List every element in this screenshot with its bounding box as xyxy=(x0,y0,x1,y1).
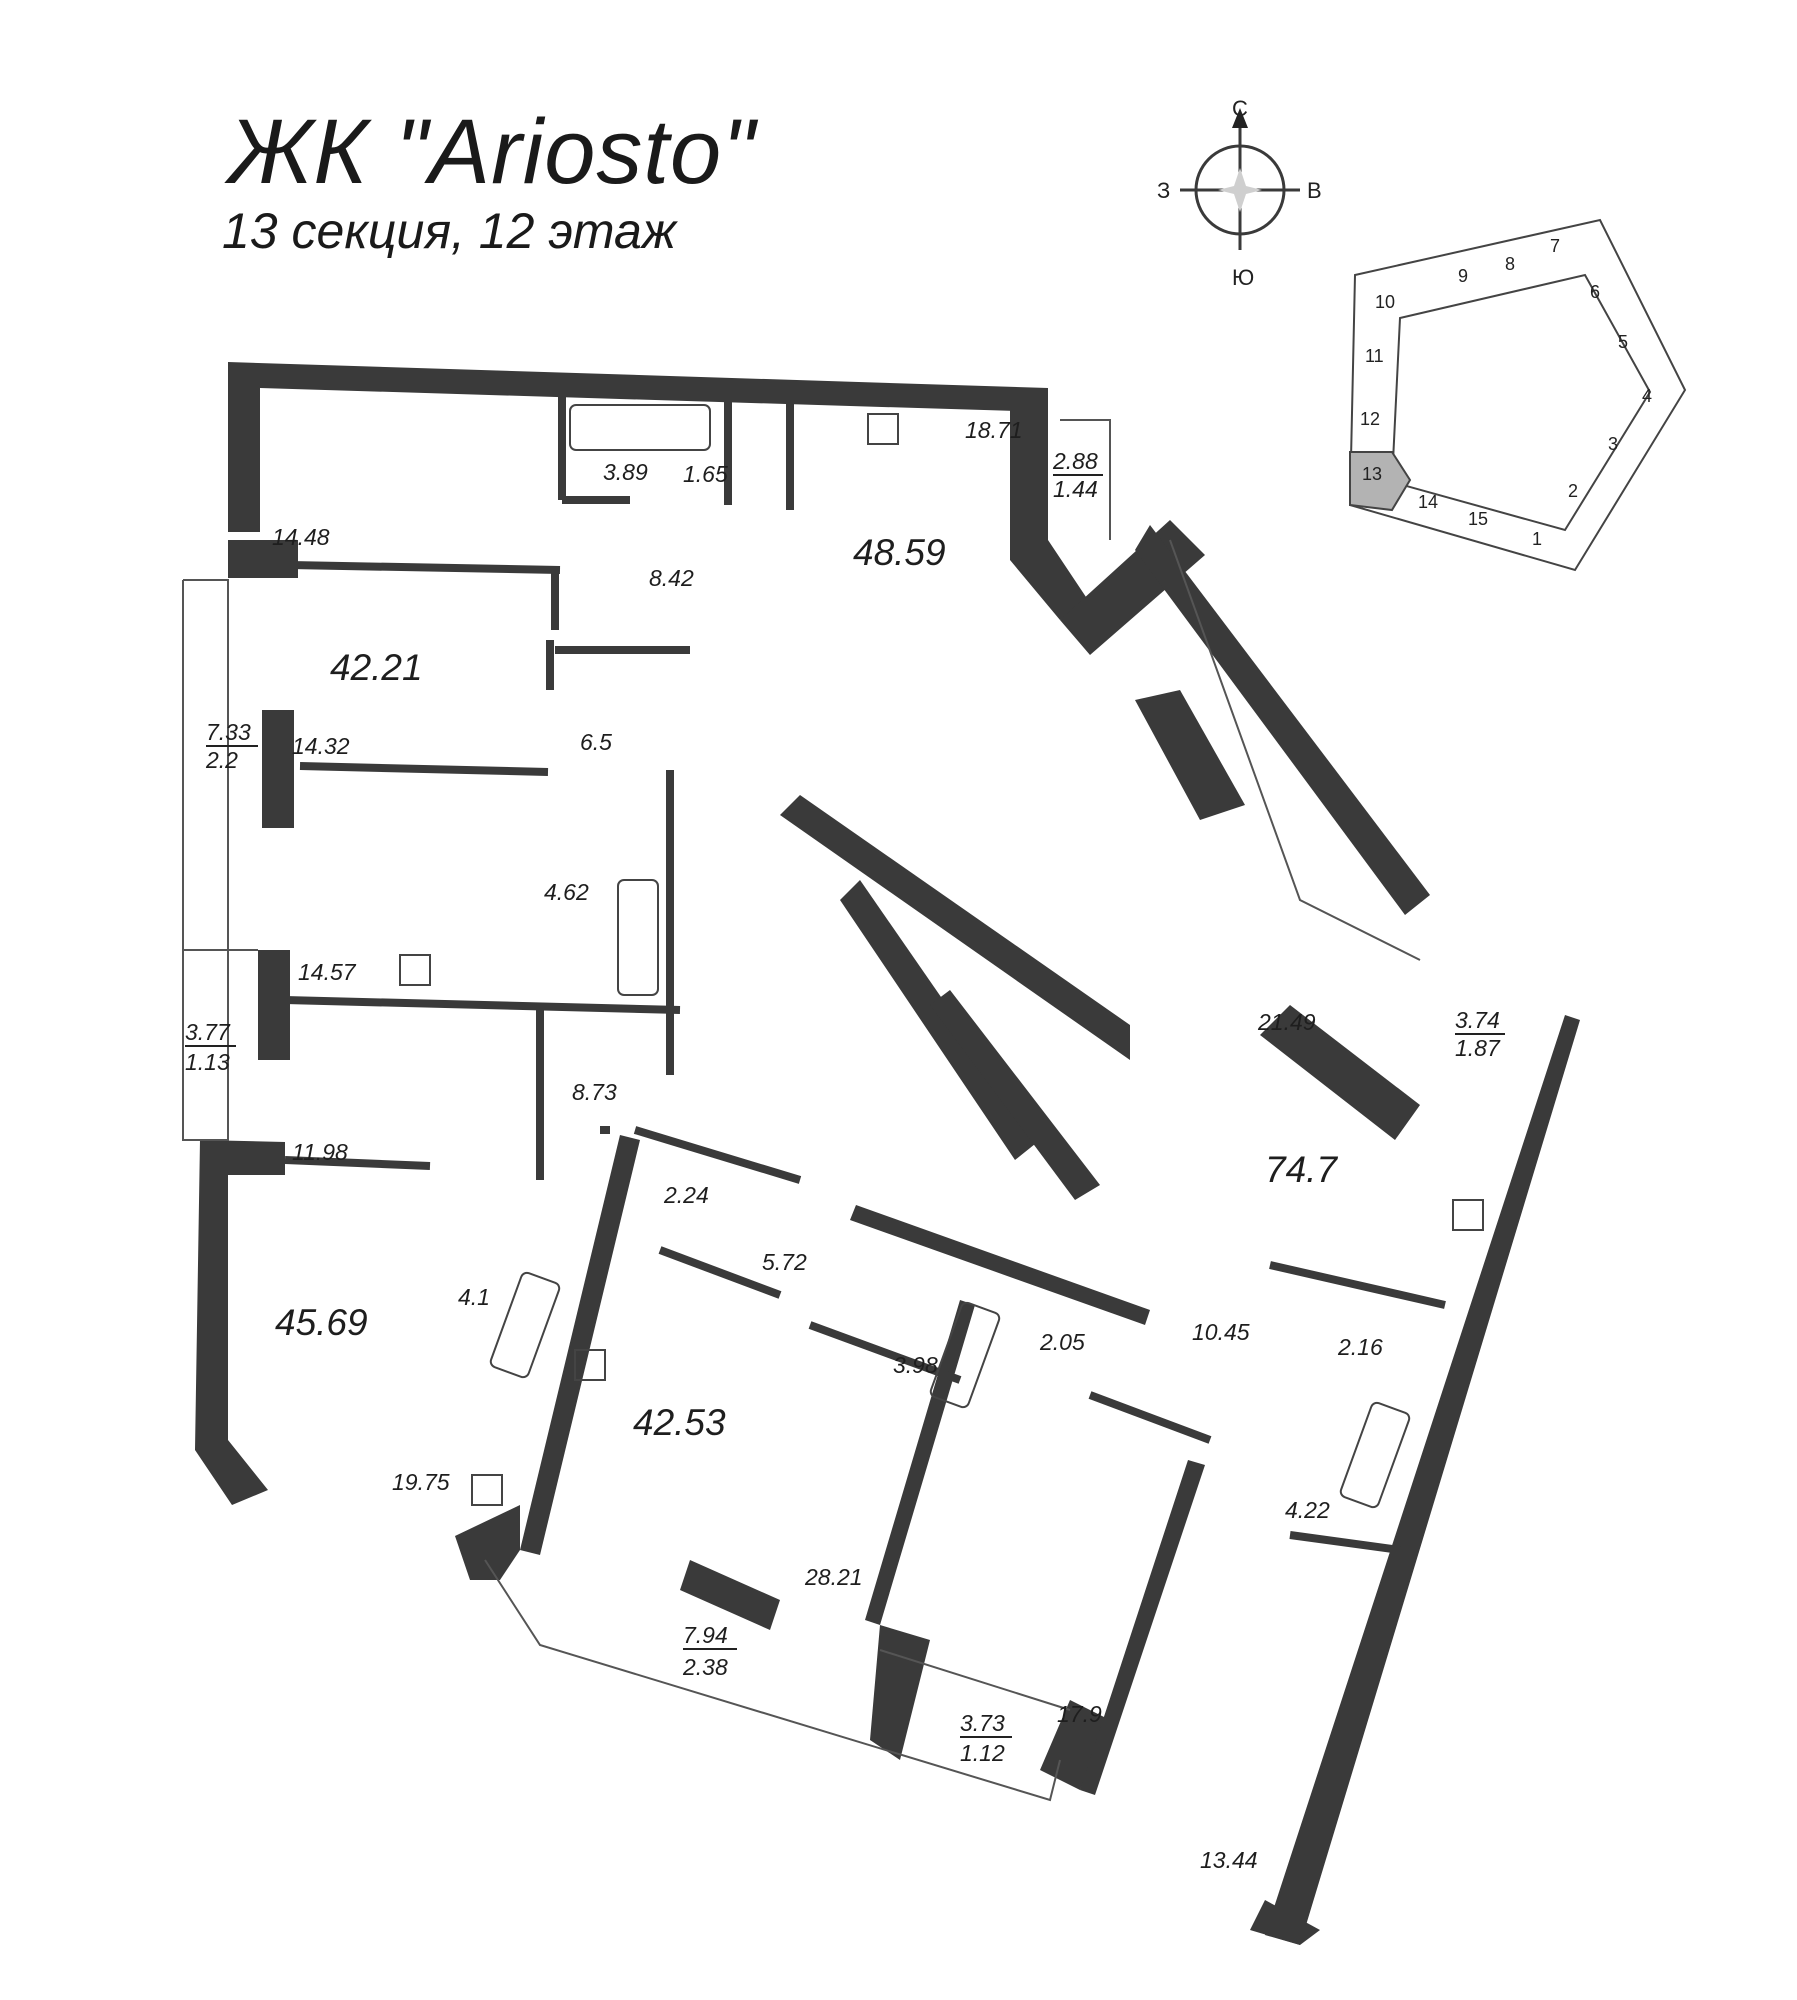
stove-icon xyxy=(574,1349,606,1381)
room-area: 19.75 xyxy=(392,1469,450,1495)
room-area: 28.21 xyxy=(804,1564,863,1590)
balcony-area: 7.94 xyxy=(683,1622,728,1648)
bathtub-icon xyxy=(569,404,711,451)
apartment-total-area: 48.59 xyxy=(853,532,946,573)
room-area: 6.5 xyxy=(580,729,612,755)
balcony-area-reduced: 1.12 xyxy=(960,1740,1005,1766)
room-area: 14.48 xyxy=(272,524,330,550)
balcony-area: 3.74 xyxy=(1455,1007,1500,1033)
room-area: 4.1 xyxy=(458,1284,490,1310)
apartment-a1: 48.59 18.71 14.48 8.42 3.89 1.65 2.88 1.… xyxy=(272,417,1103,591)
stove-icon xyxy=(867,413,899,445)
section-label: 10 xyxy=(1375,292,1395,312)
apartment-total-area: 42.21 xyxy=(330,647,423,688)
room-area: 18.71 xyxy=(965,417,1023,443)
balcony-area: 3.77 xyxy=(185,1019,231,1045)
section-label: 1 xyxy=(1532,529,1542,549)
apartment-a3: 45.69 11.98 8.73 19.75 4.1 3.77 1.13 xyxy=(185,1019,617,1495)
fixtures xyxy=(399,404,1484,1509)
section-label: 8 xyxy=(1505,254,1515,274)
section-label: 4 xyxy=(1642,386,1652,406)
compass-west-label: З xyxy=(1157,178,1170,203)
balcony-area: 2.88 xyxy=(1052,448,1098,474)
key-plan-highlighted-section xyxy=(1349,451,1412,512)
compass-south-label: Ю xyxy=(1232,265,1254,290)
section-label: 11 xyxy=(1365,346,1384,366)
compass: С Ю З В xyxy=(1157,96,1322,290)
room-area: 5.72 xyxy=(762,1249,807,1275)
room-area: 21.49 xyxy=(1257,1009,1316,1035)
apartment-total-area: 45.69 xyxy=(275,1302,368,1343)
bathtub-icon xyxy=(1339,1401,1411,1509)
room-area: 10.45 xyxy=(1192,1319,1250,1345)
stove-icon xyxy=(399,954,431,986)
balcony-area-reduced: 1.13 xyxy=(185,1049,230,1075)
balcony-area: 3.73 xyxy=(960,1710,1005,1736)
balcony-area-reduced: 1.87 xyxy=(1455,1035,1501,1061)
section-label: 15 xyxy=(1468,509,1488,529)
stove-icon xyxy=(471,1474,503,1506)
bathtub-icon xyxy=(929,1301,1001,1409)
section-label: 13 xyxy=(1362,464,1382,484)
room-area: 3.89 xyxy=(603,459,648,485)
apartment-total-area: 74.7 xyxy=(1265,1149,1338,1190)
section-label: 9 xyxy=(1458,266,1468,286)
balcony-area-reduced: 2.38 xyxy=(682,1654,728,1680)
section-label: 12 xyxy=(1360,409,1380,429)
balcony-area-reduced: 1.44 xyxy=(1053,476,1098,502)
walls xyxy=(195,362,1580,1945)
section-label: 5 xyxy=(1618,332,1628,352)
page-subtitle: 13 секция, 12 этаж xyxy=(222,203,677,259)
apartment-total-area: 42.53 xyxy=(633,1402,726,1443)
section-label: 7 xyxy=(1550,236,1560,256)
room-area: 11.98 xyxy=(292,1139,348,1165)
balconies xyxy=(182,419,1421,1802)
section-label: 2 xyxy=(1568,481,1578,501)
bathtub-icon xyxy=(617,879,659,996)
room-area: 2.05 xyxy=(1039,1329,1085,1355)
partitions xyxy=(284,385,1446,1554)
room-area: 14.32 xyxy=(292,733,350,759)
bathtub-icon xyxy=(489,1271,561,1379)
room-area: 4.22 xyxy=(1285,1497,1330,1523)
balcony-area: 7.33 xyxy=(206,719,251,745)
balcony-area-reduced: 2.2 xyxy=(205,747,238,773)
room-area: 2.24 xyxy=(663,1182,709,1208)
section-label: 3 xyxy=(1608,434,1618,454)
apartment-a5: 74.7 21.49 10.45 2.16 4.22 2.05 17.9 13.… xyxy=(960,1007,1505,1873)
room-area: 3.98 xyxy=(893,1352,938,1378)
key-plan xyxy=(1348,218,1687,572)
section-label: 14 xyxy=(1418,492,1438,512)
compass-east-label: В xyxy=(1307,178,1322,203)
apartment-a4: 42.53 28.21 5.72 2.24 3.98 7.94 2.38 xyxy=(633,1182,938,1680)
page-title: ЖК "Ariosto" xyxy=(228,101,756,203)
compass-north-label: С xyxy=(1232,96,1248,121)
room-area: 14.57 xyxy=(298,959,357,985)
section-label: 6 xyxy=(1590,282,1600,302)
room-area: 1.65 xyxy=(683,461,728,487)
stove-icon xyxy=(1452,1199,1484,1231)
key-plan-labels: 1 2 3 4 5 6 7 8 9 10 11 12 13 14 15 xyxy=(1360,236,1652,549)
room-area: 2.16 xyxy=(1337,1334,1383,1360)
room-area: 13.44 xyxy=(1200,1847,1258,1873)
room-area: 8.42 xyxy=(649,565,694,591)
room-area: 8.73 xyxy=(572,1079,617,1105)
room-area: 17.9 xyxy=(1057,1701,1102,1727)
apartment-a2: 42.21 14.32 14.57 6.5 4.62 7.33 2.2 xyxy=(205,647,612,985)
room-area: 4.62 xyxy=(544,879,589,905)
